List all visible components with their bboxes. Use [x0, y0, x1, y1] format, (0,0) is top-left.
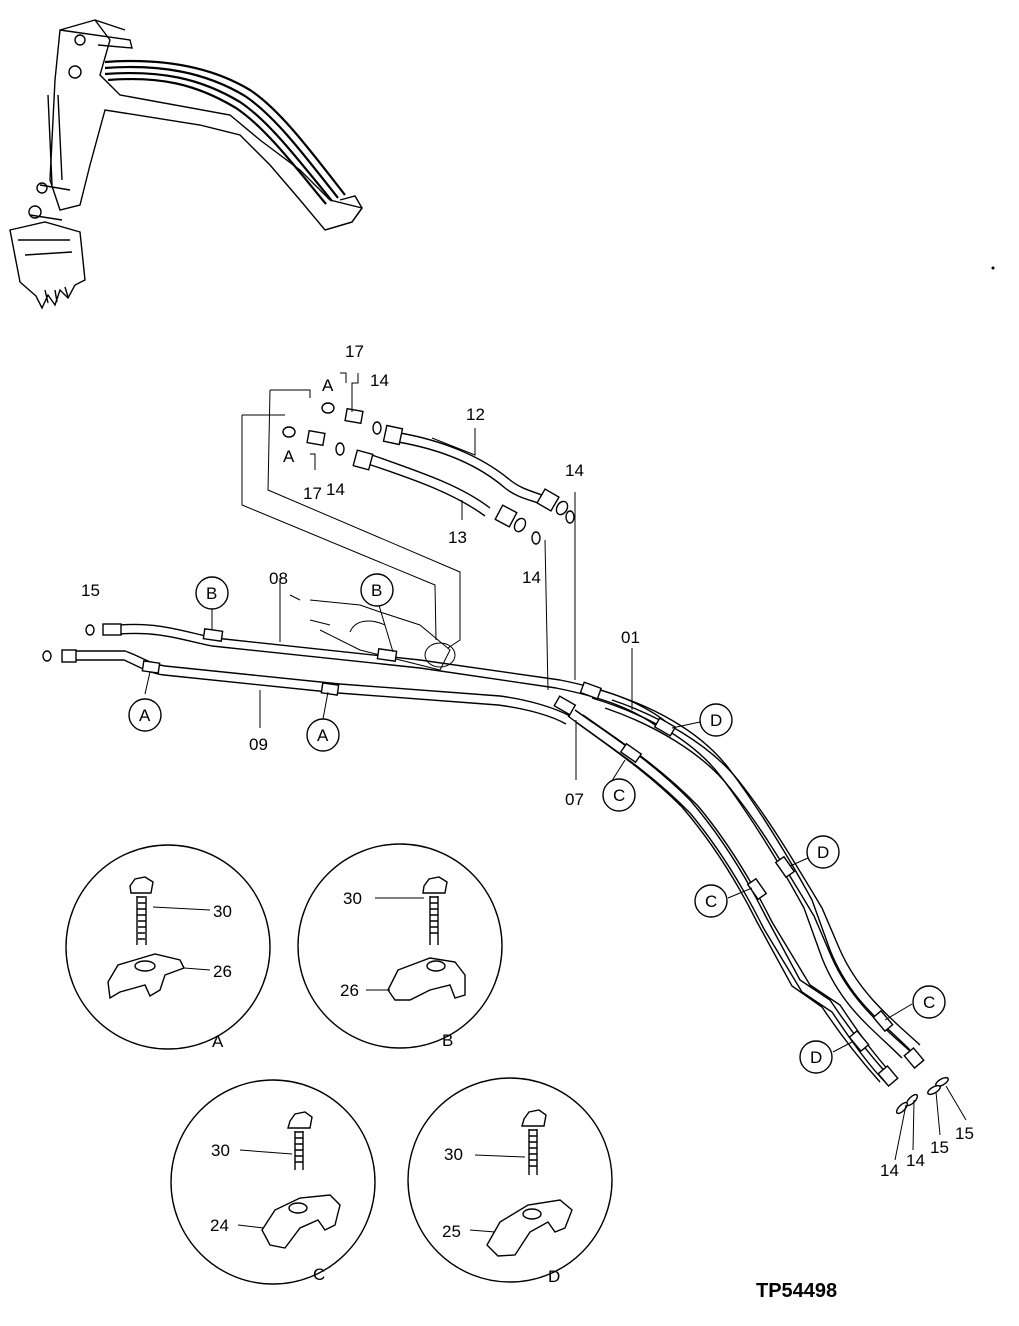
- marker-b2: B: [360, 573, 394, 607]
- detail-b-clamp: 26: [340, 981, 359, 1000]
- marker-a1: A: [128, 698, 162, 732]
- svg-text:C: C: [705, 892, 717, 911]
- end-orings: [42, 624, 949, 1115]
- detail-a-clamp: 26: [213, 962, 232, 981]
- detail-d-letter: D: [548, 1267, 560, 1286]
- svg-text:B: B: [371, 581, 382, 600]
- marker-b1: B: [195, 576, 229, 610]
- callout-a2: A: [283, 447, 295, 466]
- callout-17a: 17: [345, 342, 364, 361]
- svg-text:A: A: [317, 726, 329, 745]
- boom-body: [289, 594, 456, 671]
- bracket-frame: [241, 372, 576, 691]
- detail-b-bolt: 30: [343, 889, 362, 908]
- callout-14e: 14: [880, 1161, 899, 1180]
- marker-a2: A: [306, 718, 340, 752]
- svg-text:A: A: [139, 706, 151, 725]
- callout-09: 09: [249, 735, 268, 754]
- marker-c3: C: [912, 985, 946, 1019]
- svg-text:C: C: [613, 786, 625, 805]
- callout-07: 07: [565, 790, 584, 809]
- detail-a-bolt: 30: [213, 902, 232, 921]
- svg-text:D: D: [817, 843, 829, 862]
- callout-15c: 15: [955, 1124, 974, 1143]
- detail-c: 30 24 C: [170, 1079, 376, 1285]
- callout-14b: 14: [326, 480, 345, 499]
- callout-01: 01: [621, 628, 640, 647]
- pipe-01: [579, 681, 921, 1059]
- callout-14c: 14: [565, 461, 584, 480]
- marker-c1: C: [602, 778, 636, 812]
- callout-15b: 15: [930, 1138, 949, 1157]
- detail-d-bolt: 30: [444, 1145, 463, 1164]
- callout-14a: 14: [370, 371, 389, 390]
- callout-13: 13: [448, 528, 467, 547]
- svg-text:D: D: [810, 1048, 822, 1067]
- excavator-arm-overview: [9, 19, 364, 310]
- svg-text:B: B: [206, 584, 217, 603]
- leader-lines: [144, 428, 967, 1161]
- callout-12: 12: [466, 405, 485, 424]
- detail-d: 30 25 D: [407, 1077, 613, 1286]
- callout-08: 08: [269, 569, 288, 588]
- fittings-upper: [282, 402, 575, 545]
- hose-13: [352, 449, 527, 533]
- detail-c-bolt: 30: [211, 1141, 230, 1160]
- callout-15: 15: [81, 581, 100, 600]
- detail-d-clamp: 25: [442, 1222, 461, 1241]
- callout-17b: 17: [303, 484, 322, 503]
- pipe-clamps: [141, 628, 925, 1087]
- detail-c-letter: C: [313, 1265, 325, 1284]
- callout-14f: 14: [906, 1151, 925, 1170]
- callout-14d: 14: [522, 568, 541, 587]
- callout-a1: A: [322, 376, 334, 395]
- marker-d3: D: [799, 1040, 833, 1074]
- figure-id: TP54498: [756, 1280, 837, 1302]
- svg-text:D: D: [710, 711, 722, 730]
- detail-a: 30 26 A: [65, 844, 271, 1051]
- pipe-07: [553, 695, 897, 1086]
- svg-text:C: C: [923, 993, 935, 1012]
- detail-b-letter: B: [442, 1031, 453, 1050]
- detail-a-letter: A: [212, 1032, 224, 1051]
- hose-12: [382, 424, 569, 516]
- detail-c-clamp: 24: [210, 1216, 229, 1235]
- marker-c2: C: [694, 884, 728, 918]
- detail-b: 30 26 B: [297, 843, 503, 1050]
- marker-d2: D: [806, 835, 840, 869]
- clamp-markers: B B A A D C D C C D: [128, 573, 946, 1074]
- marker-d1: D: [699, 703, 733, 737]
- callout-numbers: 17 14 A A 17 14 12 13 14 14 15 08 09 01 …: [81, 342, 974, 1180]
